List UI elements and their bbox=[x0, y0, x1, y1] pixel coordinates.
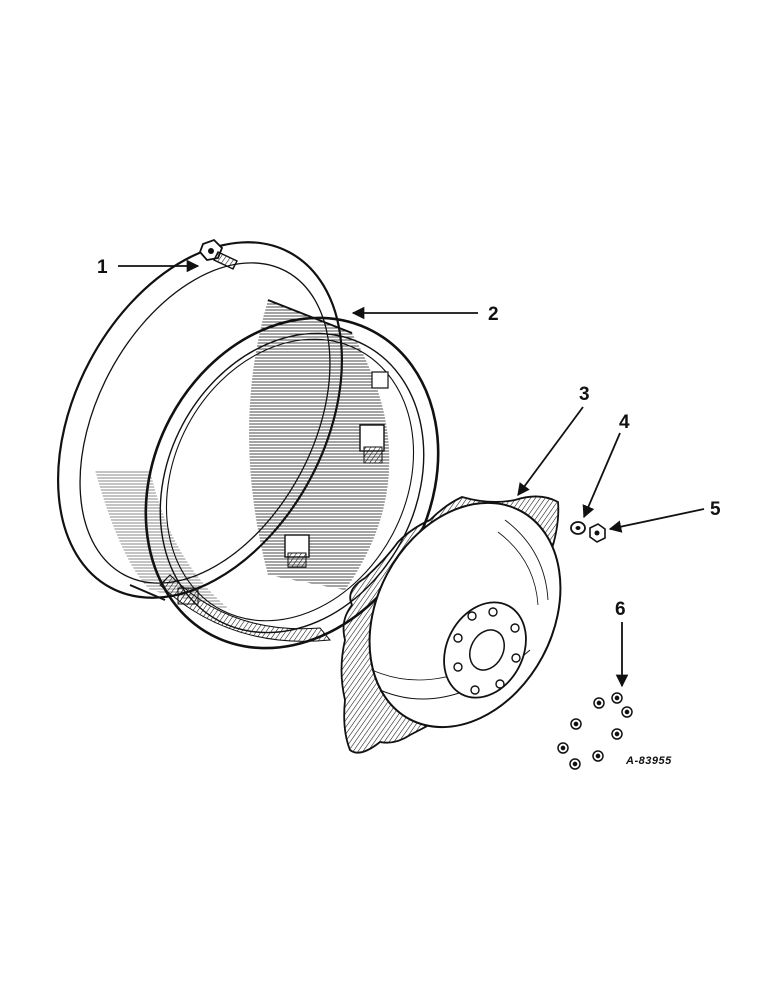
rim-lug bbox=[284, 534, 310, 568]
nut bbox=[611, 692, 623, 704]
nut bbox=[611, 728, 623, 740]
callout-5: 5 bbox=[710, 499, 721, 520]
leader-4 bbox=[582, 432, 621, 519]
rim-lug bbox=[177, 587, 199, 605]
nut bbox=[592, 750, 604, 762]
nut bbox=[621, 706, 633, 718]
lock-washer bbox=[570, 521, 586, 535]
leader-5 bbox=[608, 508, 705, 533]
rim-bolt bbox=[198, 238, 238, 270]
wheel-center-disc bbox=[340, 495, 562, 754]
rim-lug bbox=[359, 424, 385, 464]
rim-lug bbox=[371, 371, 389, 389]
wheel-rim bbox=[56, 241, 440, 650]
callout-4: 4 bbox=[619, 412, 630, 433]
callout-1: 1 bbox=[97, 257, 108, 278]
stud-holes bbox=[453, 607, 521, 695]
callout-6: 6 bbox=[615, 599, 626, 620]
callout-2: 2 bbox=[488, 304, 499, 325]
nut bbox=[557, 742, 569, 754]
figure-number: A-83955 bbox=[625, 755, 672, 767]
callout-3: 3 bbox=[579, 384, 590, 405]
nut bbox=[593, 697, 605, 709]
leader-lines bbox=[118, 259, 705, 688]
nut-set bbox=[557, 692, 633, 770]
leader-3 bbox=[517, 406, 584, 497]
hex-nut bbox=[589, 523, 606, 543]
nut bbox=[569, 758, 581, 770]
nut bbox=[570, 718, 582, 730]
